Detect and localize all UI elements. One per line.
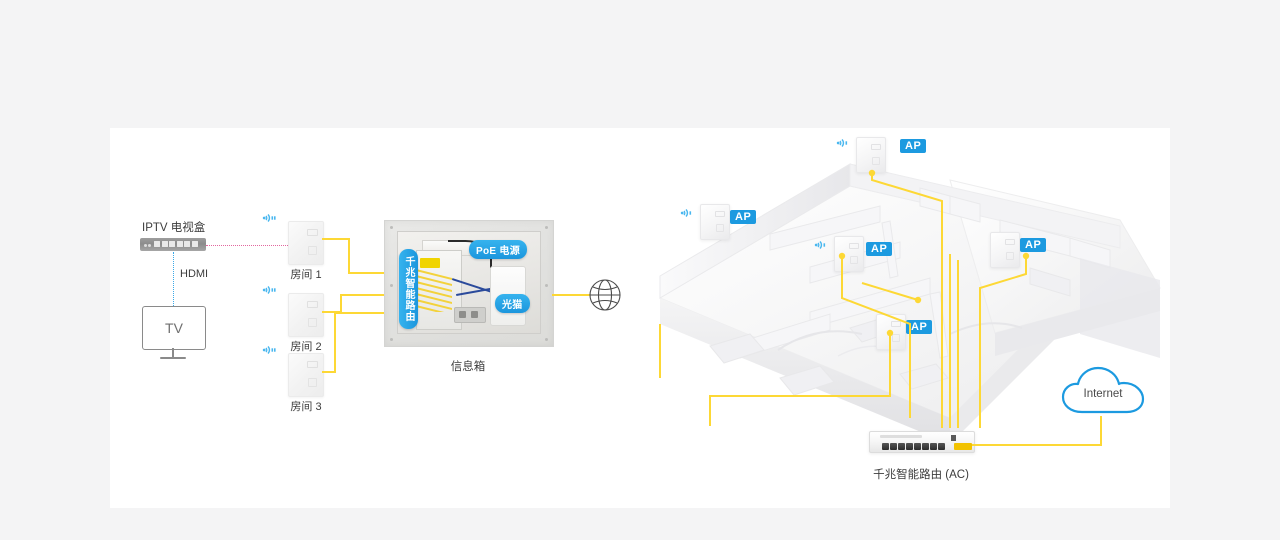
- router-wan-port-icon: [954, 443, 972, 450]
- tv-stand-neck: [172, 348, 174, 357]
- tv-label: TV: [165, 320, 183, 336]
- tv-stand-foot: [160, 357, 186, 359]
- hdmi-link: [173, 252, 174, 306]
- power-socket-module: [454, 307, 486, 323]
- iptv-indicator-2-icon: [148, 244, 151, 247]
- cable-room1-c: [348, 272, 386, 274]
- room-label-3: 房间 3: [290, 401, 322, 413]
- information-box: 千兆智能路由 PoE 电源 光猫: [384, 220, 554, 347]
- access-point-device-3: [834, 236, 864, 272]
- ap-badge-5: AP: [906, 320, 933, 334]
- router-status-led-icon: [951, 435, 956, 441]
- router-lan-ports-icon: [882, 443, 945, 450]
- wifi-signal-icon: [262, 214, 276, 222]
- cable-room2-c: [340, 294, 386, 296]
- iptv-title: IPTV 电视盒: [142, 222, 206, 234]
- cable-infobox-to-globe: [552, 294, 590, 296]
- access-point-device-4: [990, 232, 1020, 268]
- router-tag: 千兆智能路由: [399, 249, 418, 329]
- cable-room2-a: [322, 311, 342, 313]
- tv-device: TV: [142, 306, 206, 350]
- iptv-indicator-icon: [144, 244, 147, 247]
- cable-room3-a: [322, 371, 336, 373]
- iptv-to-room1-link: [206, 245, 288, 246]
- gigabit-router-ac-device: [869, 431, 975, 453]
- wifi-signal-icon: [814, 241, 826, 249]
- cloud-label: Internet: [1083, 388, 1123, 400]
- room-faceplate-3: 房间 3: [288, 353, 324, 413]
- wifi-signal-icon: [836, 139, 848, 147]
- floor-plan-geometry: [658, 163, 1161, 444]
- information-box-interior: [397, 231, 541, 334]
- access-point-device-1: [856, 137, 886, 173]
- wifi-signal-icon: [262, 346, 276, 354]
- fiber-patch-bundle: [412, 266, 452, 312]
- ap-badge-3: AP: [866, 242, 893, 256]
- floor-plan-cabling: [659, 169, 1030, 428]
- cable-room2-b: [340, 295, 342, 312]
- wifi-signal-icon: [262, 286, 276, 294]
- poe-tag: PoE 电源: [469, 240, 528, 259]
- hdmi-label: HDMI: [180, 268, 209, 280]
- cloud-icon: [1061, 366, 1145, 414]
- cable-room1-a: [322, 238, 350, 240]
- room-label-1: 房间 1: [290, 269, 322, 281]
- wifi-signal-icon: [680, 209, 692, 217]
- cable-room3-b: [334, 313, 336, 372]
- floor-plan-3d: AP AP AP AP AP: [650, 128, 1170, 458]
- ap-badge-4: AP: [1020, 238, 1047, 252]
- cable-cloud-drop: [1100, 416, 1102, 445]
- globe-internet-icon: [589, 279, 621, 311]
- cable-router-to-cloud: [972, 444, 1102, 446]
- iptv-set-top-box: [140, 238, 206, 251]
- diagram-canvas: IPTV 电视盒 HDMI TV 房间: [110, 128, 1170, 508]
- ap-badge-1: AP: [900, 139, 927, 153]
- iptv-ports-icon: [154, 241, 198, 247]
- access-point-device-2: [700, 204, 730, 240]
- room-label-2: 房间 2: [290, 341, 322, 353]
- ap-badge-2: AP: [730, 210, 757, 224]
- router-label-strip: [420, 258, 440, 268]
- onu-tag: 光猫: [495, 294, 530, 313]
- cable-room3-c: [334, 312, 386, 314]
- router-ac-caption: 千兆智能路由 (AC): [873, 469, 969, 481]
- information-box-caption: 信息箱: [450, 361, 486, 373]
- router-brand-mark: [880, 435, 922, 438]
- room-faceplate-2: 房间 2: [288, 293, 324, 353]
- room-faceplate-1: 房间 1: [288, 221, 324, 281]
- cable-room1-b: [348, 238, 350, 274]
